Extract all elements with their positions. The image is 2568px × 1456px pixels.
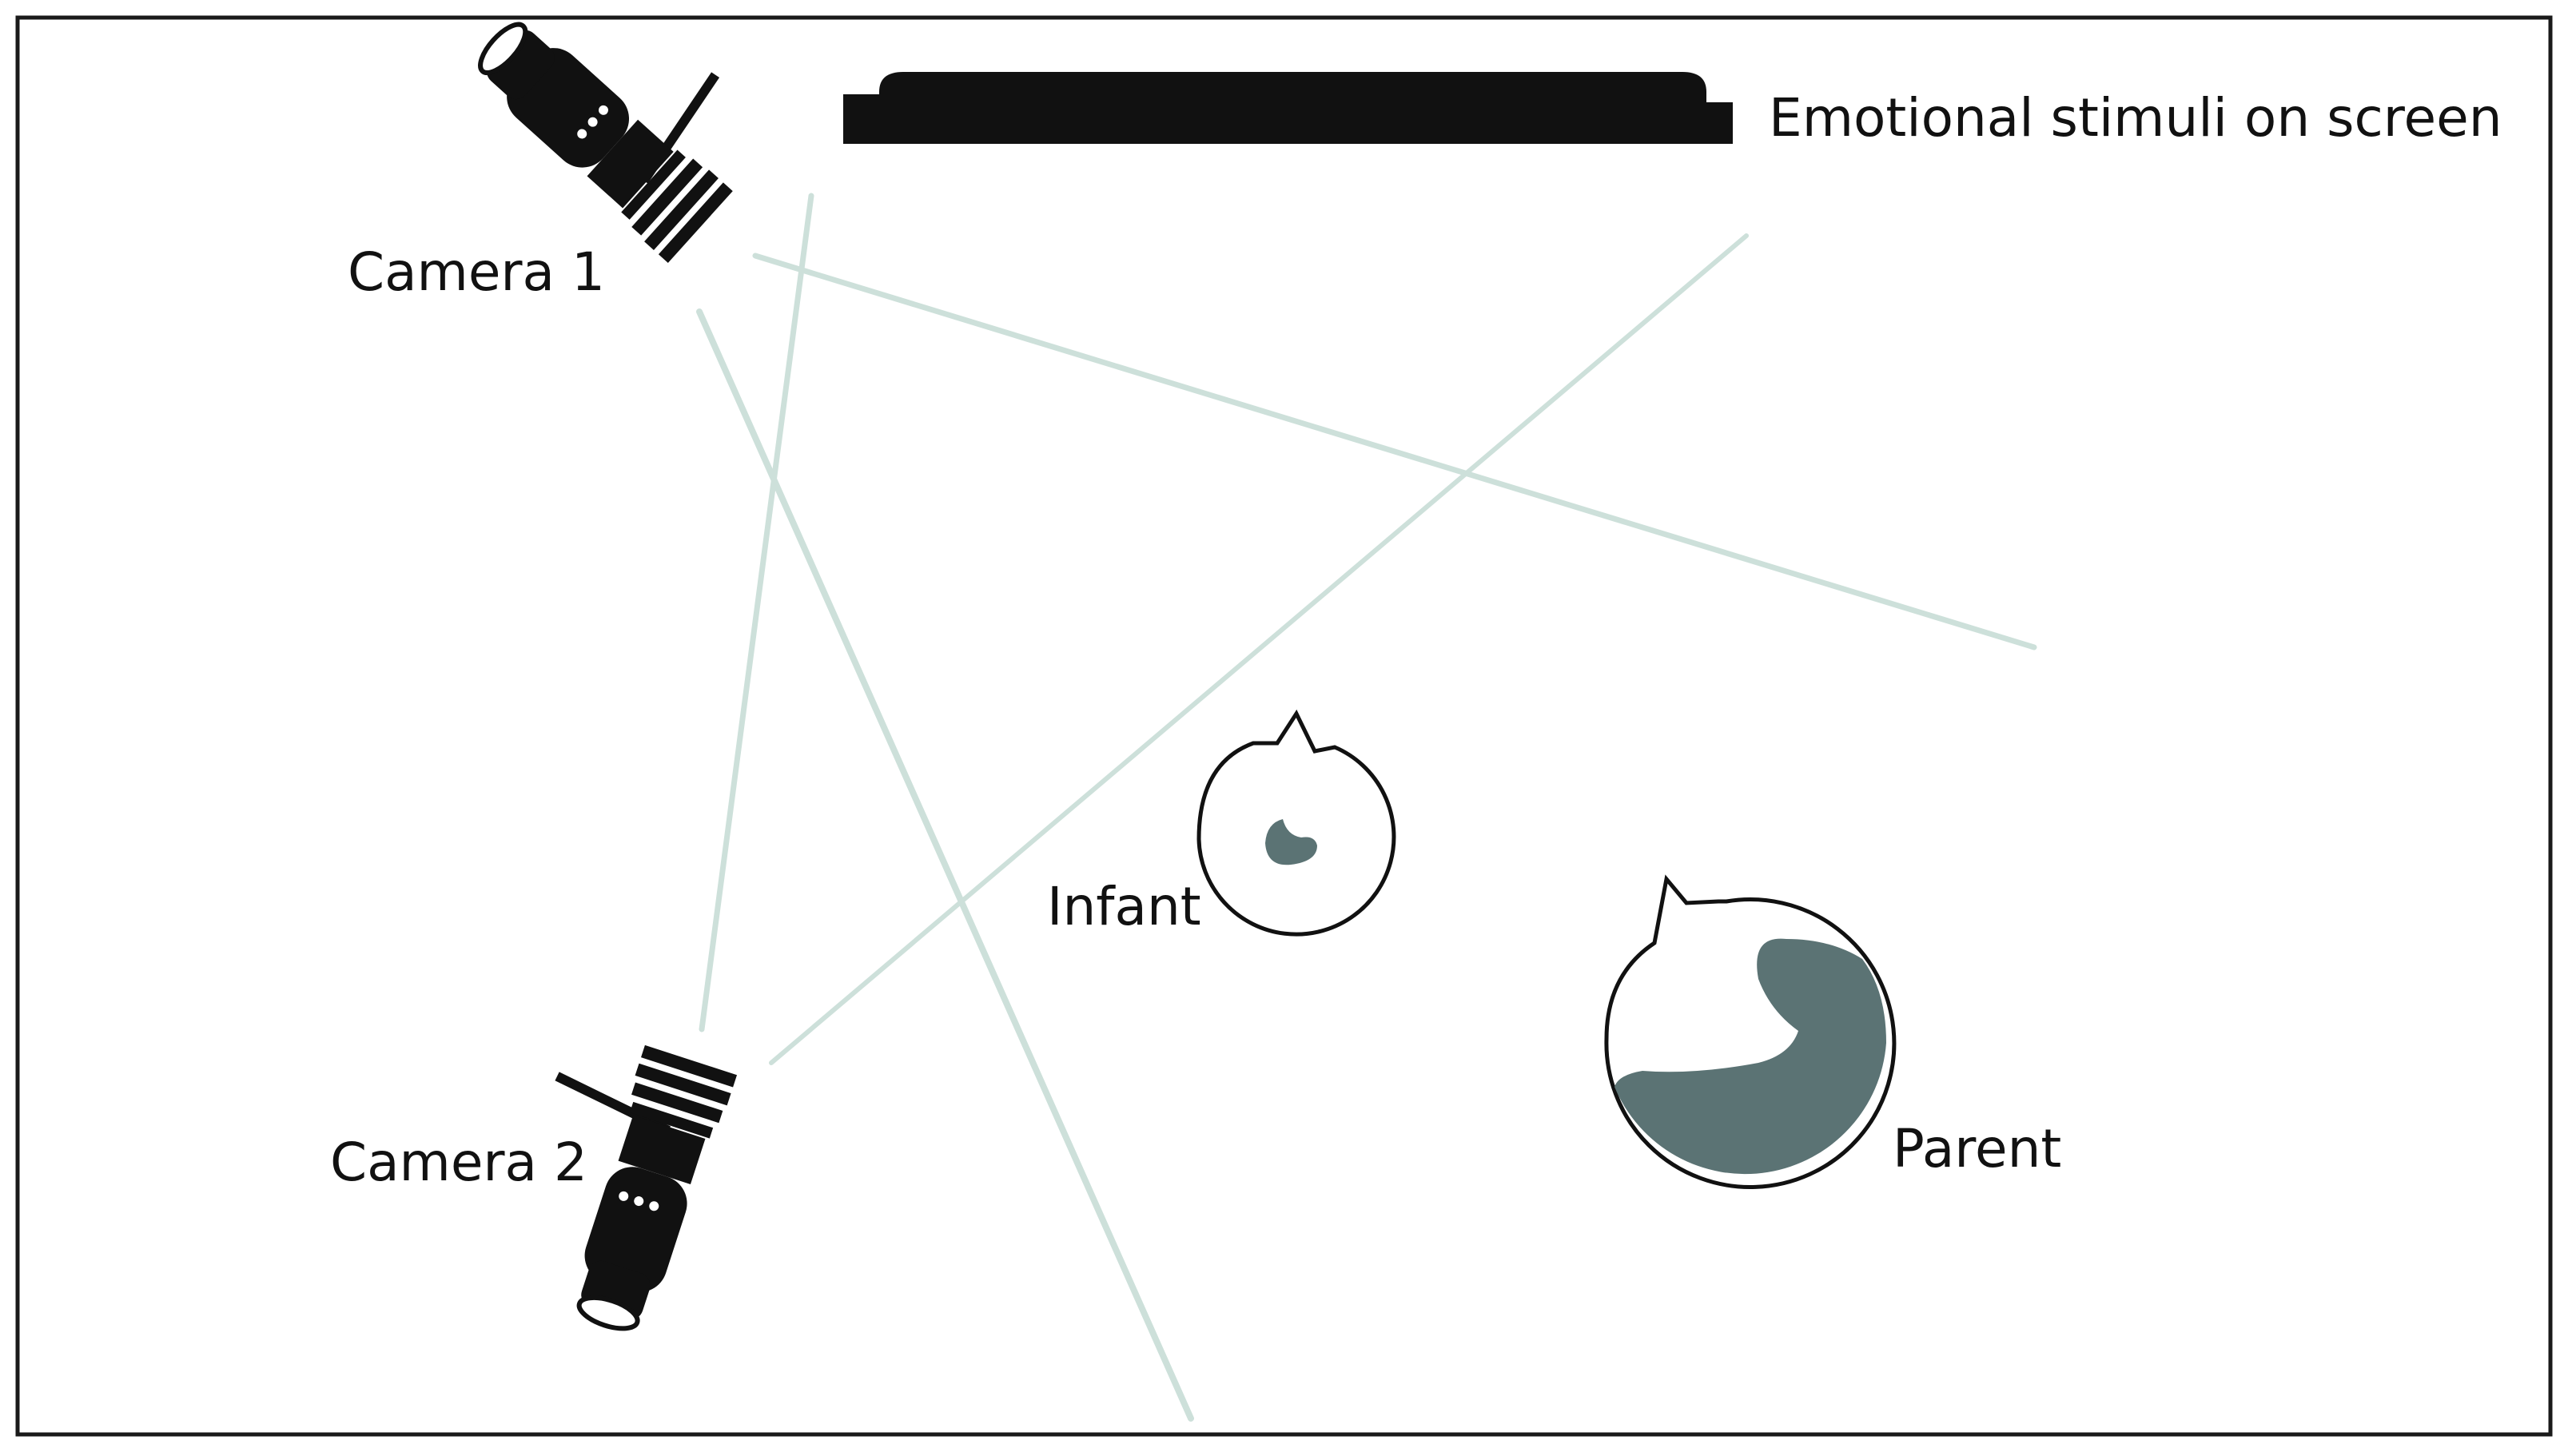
camera-2-view-line-right [769,233,1749,1065]
camera-1-icon [478,22,733,264]
camera-1-view-line-down [696,308,1194,1422]
infant-head-icon [1196,709,1396,937]
camera-1-view-line-right [752,253,2037,650]
camera-2-view-line-up [699,193,814,1032]
stimulus-screen [843,72,1733,144]
screen-label: Emotional stimuli on screen [1769,87,2502,149]
camera-view-lines [696,193,2037,1422]
parent-label: Parent [1893,1118,2061,1180]
camera-2-icon [555,1044,738,1331]
infant-label: Infant [1047,876,1201,937]
diagram-frame [15,15,2553,1437]
camera-2-label: Camera 2 [330,1132,587,1193]
parent-head-icon [1604,874,1897,1189]
camera-1-label: Camera 1 [348,241,605,303]
